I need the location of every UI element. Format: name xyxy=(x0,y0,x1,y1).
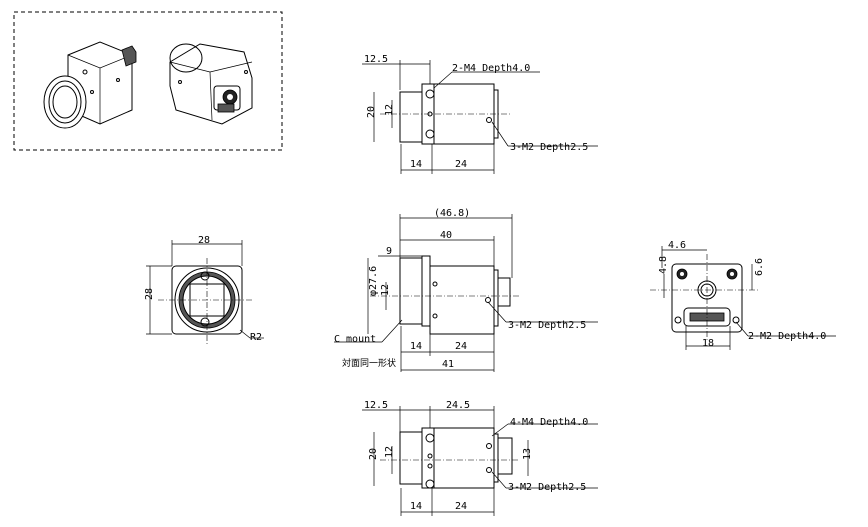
side-dim-14: 14 xyxy=(410,341,422,352)
top-view: 12.5 20 12 14 24 2-M4 Depth4.0 3-M2 Dept… xyxy=(362,54,598,174)
bottom-dim-13: 13 xyxy=(522,448,533,460)
preview-frame xyxy=(13,11,283,151)
bottom-dim-24: 24 xyxy=(455,501,467,512)
mount-hole-2 xyxy=(425,129,435,139)
bottom-connector xyxy=(497,437,513,475)
rear-note-holes: 2-M2 Depth4.0 xyxy=(748,331,826,342)
side-dim-24: 24 xyxy=(455,341,467,352)
bottom-note-front-holes: 4-M4 Depth4.0 xyxy=(510,417,588,428)
side-dim-46-8: (46.8) xyxy=(434,208,470,219)
side-view: (46.8) 40 9 φ27.6 12 14 24 41 3-M2 Depth… xyxy=(334,208,598,372)
lens-mount xyxy=(399,91,423,143)
side-note-c-mount: C mount xyxy=(334,334,376,345)
top-dim-12: 12 xyxy=(384,104,395,116)
top-dim-20: 20 xyxy=(366,106,377,118)
side-body xyxy=(429,265,495,335)
camera-iso-front xyxy=(43,41,137,129)
side-dim-diameter: φ27.6 xyxy=(368,266,379,296)
front-note-r2: R2 xyxy=(250,332,262,343)
isometric-preview xyxy=(13,11,283,151)
top-note-front-holes: 2-M4 Depth4.0 xyxy=(452,63,530,74)
bottom-dim-14: 14 xyxy=(410,501,422,512)
front-dim-28-height: 28 xyxy=(144,288,155,300)
side-dim-40: 40 xyxy=(440,230,452,241)
top-dim-14: 14 xyxy=(410,159,422,170)
top-dim-12-5: 12.5 xyxy=(364,54,388,65)
side-note-rear-holes: 3-M2 Depth2.5 xyxy=(508,320,586,331)
side-flange xyxy=(421,255,431,327)
top-note-rear-holes: 3-M2 Depth2.5 xyxy=(510,142,588,153)
front-view: 28 28 R2 xyxy=(144,235,264,344)
rear-dim-6-6: 6.6 xyxy=(754,258,765,276)
bottom-view: 12.5 24.5 20 12 13 14 24 4-M4 Depth4.0 3… xyxy=(362,400,598,516)
c-mount xyxy=(399,257,423,325)
mount-hole-1 xyxy=(425,89,435,99)
bottom-dim-12-5: 12.5 xyxy=(364,400,388,411)
rear-dim-4-6: 4.6 xyxy=(668,240,686,251)
rear-connector xyxy=(497,277,511,307)
side-dim-41: 41 xyxy=(442,359,454,370)
bottom-dim-12: 12 xyxy=(384,446,395,458)
top-dim-24: 24 xyxy=(455,159,467,170)
bottom-dim-24-5: 24.5 xyxy=(446,400,470,411)
camera-iso-rear xyxy=(169,43,253,125)
rear-dim-4-8: 4.8 xyxy=(658,256,669,274)
side-dim-12: 12 xyxy=(380,284,391,296)
side-dim-9: 9 xyxy=(386,246,392,257)
bottom-note-rear-holes: 3-M2 Depth2.5 xyxy=(508,482,586,493)
front-dim-28-width: 28 xyxy=(198,235,210,246)
rear-view: 4.6 4.8 6.6 18 2-M2 Depth4.0 xyxy=(650,240,836,350)
bottom-dim-20: 20 xyxy=(368,448,379,460)
rear-dim-18: 18 xyxy=(702,338,714,349)
side-note-opposite: 対面同一形状 xyxy=(342,357,396,369)
